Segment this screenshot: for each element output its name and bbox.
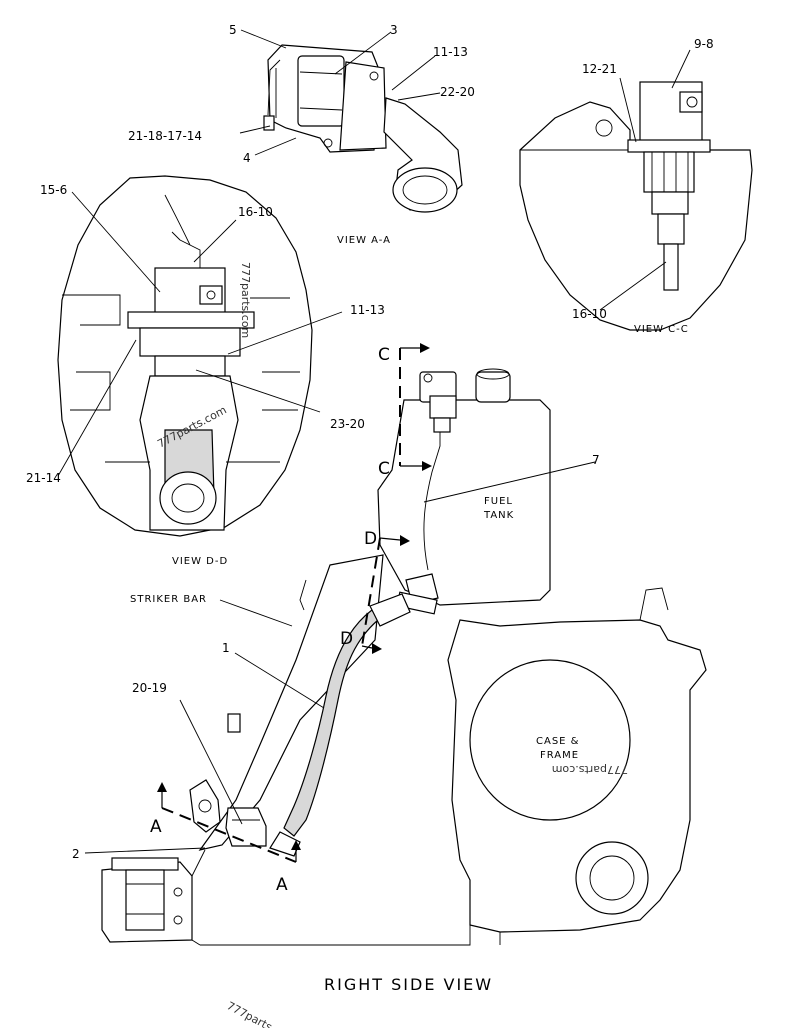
fuel-line-7-leader (423, 461, 596, 503)
callout-12-21: 12-21 (582, 62, 617, 76)
case-frame-drawing (200, 587, 707, 946)
case-label: CASE & (536, 736, 579, 747)
callout-2: 2 (72, 847, 80, 861)
callout-15-6: 15-6 (40, 183, 67, 197)
section-marker-d-bottom: D (340, 629, 353, 649)
section-cut-c (399, 343, 432, 471)
section-marker-d-top: D (364, 529, 377, 549)
fuel-label: FUEL (484, 496, 513, 507)
striker-bar-drawing (189, 554, 384, 851)
watermark-3: 777parts.com (552, 763, 628, 776)
callout-22-20: 22-20 (440, 85, 475, 99)
section-cut-d (361, 535, 410, 654)
right-side-leaders (84, 599, 325, 854)
section-marker-a-left: A (150, 817, 162, 837)
callout-11-13-top: 11-13 (433, 45, 468, 59)
callout-7: 7 (592, 453, 600, 467)
callout-9-8: 9-8 (694, 37, 714, 51)
section-cut-a (157, 782, 301, 863)
callout-16-10-dd: 16-10 (238, 205, 273, 219)
view-cc-drawing (519, 81, 753, 331)
view-dd-drawing (57, 175, 313, 537)
callout-5: 5 (229, 23, 237, 37)
view-dd-title: VIEW D-D (172, 556, 228, 567)
view-aa-leaders (239, 29, 441, 156)
callout-striker-bar: STRIKER BAR (130, 594, 207, 605)
view-aa-drawing (263, 44, 463, 213)
watermark-4: 777parts - (225, 999, 281, 1028)
callout-11-13-dd: 11-13 (350, 303, 385, 317)
view-cc-title: VIEW C-C (634, 324, 689, 335)
view-aa-title: VIEW A-A (337, 235, 391, 246)
watermark-1: 777parts.com (239, 262, 252, 338)
callout-21-14: 21-14 (26, 471, 61, 485)
fuel-tank-drawing (377, 368, 551, 615)
section-marker-c-top: C (378, 345, 390, 365)
view-dd-leaders (57, 191, 343, 477)
view-cc-leaders (599, 49, 691, 311)
callout-4: 4 (243, 151, 251, 165)
callout-20-19: 20-19 (132, 681, 167, 695)
callout-21-18-17-14: 21-18-17-14 (128, 129, 202, 143)
frame-label: FRAME (540, 750, 579, 761)
mount-bracket-2-drawing (101, 849, 206, 946)
callout-1: 1 (222, 641, 230, 655)
callout-23-20: 23-20 (330, 417, 365, 431)
callout-3: 3 (390, 23, 398, 37)
tank-label: TANK (483, 510, 514, 521)
right-side-view-title: RIGHT SIDE VIEW (324, 975, 493, 994)
section-marker-c-bottom: C (378, 459, 390, 479)
section-marker-a-right: A (276, 875, 288, 895)
callout-16-10-cc: 16-10 (572, 307, 607, 321)
